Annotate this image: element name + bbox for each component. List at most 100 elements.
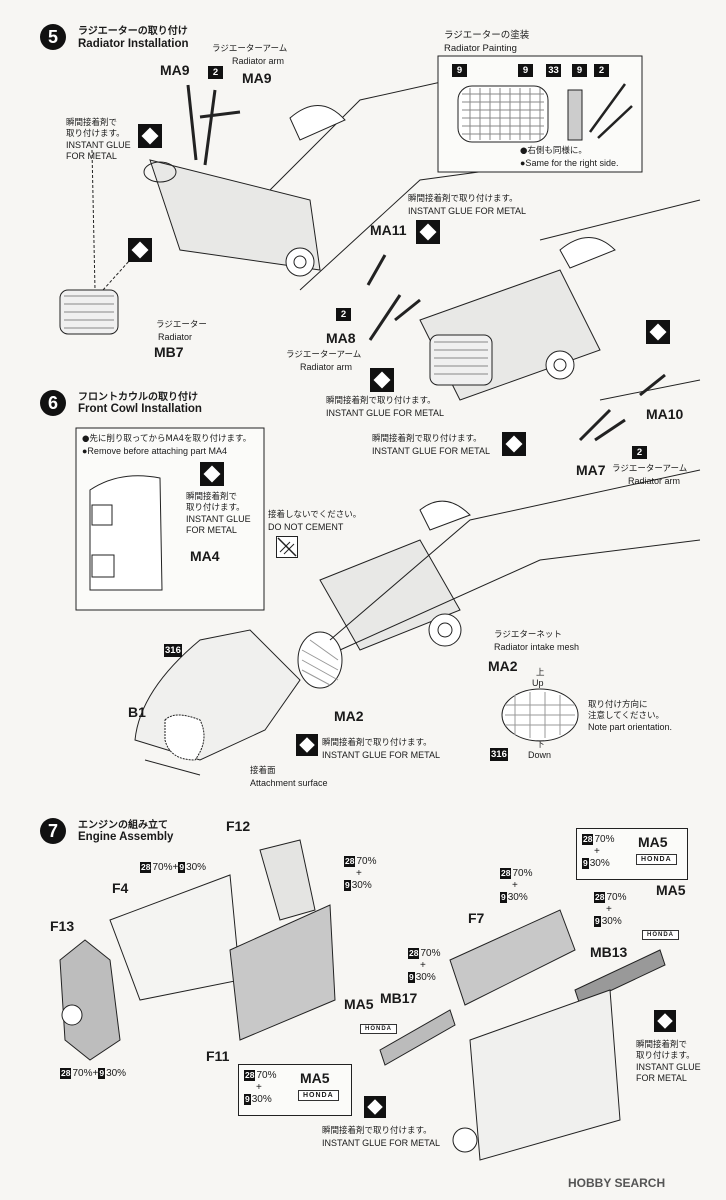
engine-block <box>469 989 621 1161</box>
part-f7: F7 <box>468 910 485 926</box>
glue-note-jp: 瞬間接着剤で 取り付けます。 <box>66 118 125 139</box>
color-code-2: 2 <box>208 66 223 79</box>
part-f12: F12 <box>226 818 251 834</box>
radiator-arm-jp: ラジエーターアーム <box>212 44 288 54</box>
honda-decal: HONDA <box>636 854 677 865</box>
up-jp: 上 <box>536 668 545 678</box>
mb17-glue-jp: 瞬間接着剤で取り付けます。 <box>322 1126 432 1136</box>
glue4-jp: 瞬間接着剤で取り付けます。 <box>372 434 482 444</box>
glue2-en: INSTANT GLUE FOR METAL <box>408 206 527 216</box>
watermark: HOBBY SEARCH <box>568 1176 666 1190</box>
glue-diamond-icon <box>128 238 152 262</box>
part-ma9-left: MA9 <box>160 62 190 78</box>
glue-diamond-icon <box>364 1096 386 1118</box>
part-ma5-mid: MA5 <box>344 996 374 1012</box>
color-code-2b: 2 <box>336 308 351 321</box>
glue-diamond-icon <box>370 368 394 392</box>
ma4-note-en: ●Remove before attaching part MA4 <box>82 446 228 456</box>
no-cement-en: DO NOT CEMENT <box>268 522 344 532</box>
part-mb7: MB7 <box>154 344 184 360</box>
same-right-en: ●Same for the right side. <box>520 158 619 168</box>
color-code-316: 316 <box>164 644 182 657</box>
part-mb17 <box>379 1009 456 1066</box>
mb17-glue-en: INSTANT GLUE FOR METAL <box>322 1138 441 1148</box>
section-5-title-jp: ラジエーターの取り付け <box>78 26 188 37</box>
part-ma8: MA8 <box>326 330 356 346</box>
mix-mb17-plus: + <box>420 960 426 971</box>
glue3-jp: 瞬間接着剤で取り付けます。 <box>326 396 436 406</box>
fairing-intake <box>289 105 346 141</box>
part-f13: F13 <box>50 918 75 934</box>
paint-code-33: 33 <box>546 64 561 77</box>
part-ma10: MA10 <box>646 406 684 422</box>
ma4-note-jp: ●先に削り取ってからMA4を取り付けます。 <box>82 434 252 444</box>
glue-diamond-icon <box>502 432 526 456</box>
part-ma5-top: MA5 <box>656 882 686 898</box>
painting-title-jp: ラジエーターの塗装 <box>444 30 530 41</box>
down-en: Down <box>528 750 552 760</box>
ma4-glue-en: INSTANT GLUE FOR METAL <box>186 514 251 535</box>
mesh-title-jp: ラジエターネット <box>494 630 562 640</box>
radiator-arm2-jp: ラジエーターアーム <box>286 350 362 360</box>
color-code-316b: 316 <box>490 748 508 761</box>
part-mb17: MB17 <box>380 990 418 1006</box>
part-f13 <box>59 939 121 1061</box>
attach-surface-en: Attachment surface <box>250 778 328 788</box>
section-5-title: Radiator Installation <box>78 38 189 50</box>
mix-mb13-plus: + <box>606 904 612 915</box>
same-right-jp: ●右側も同様に。 <box>520 146 587 156</box>
mesh-title-en: Radiator intake mesh <box>494 642 580 652</box>
color-code-2c: 2 <box>632 446 647 459</box>
part-ma11: MA11 <box>370 222 407 238</box>
up-en: Up <box>532 678 544 688</box>
part-f4: F4 <box>112 880 129 896</box>
mix-ma5-plus: + <box>594 846 600 857</box>
ma4-glue-jp: 瞬間接着剤で 取り付けます。 <box>186 492 245 513</box>
orientation-jp: 取り付け方向に 注意してください。 <box>588 700 664 721</box>
glue-diamond-icon <box>416 220 440 244</box>
painting-title-en: Radiator Painting <box>444 43 517 54</box>
honda-decal-mid: HONDA <box>360 1024 397 1034</box>
ma2-glue-en: INSTANT GLUE FOR METAL <box>322 750 441 760</box>
mix-plus: + <box>356 868 362 879</box>
glue-diamond-icon <box>296 734 318 756</box>
glue-note-en: INSTANT GLUE FOR METAL <box>66 140 131 161</box>
section-6-number: 6 <box>40 390 66 416</box>
honda-decal-bottom: HONDA <box>298 1090 339 1101</box>
attach-surface-jp: 接着面 <box>250 766 276 776</box>
part-f7 <box>449 909 576 1006</box>
radiator-arm-en: Radiator arm <box>232 56 285 66</box>
section-6-title-jp: フロントカウルの取り付け <box>78 392 198 403</box>
section-5-number: 5 <box>40 24 66 50</box>
part-ma2-mesh: MA2 <box>488 658 518 674</box>
glue2-jp: 瞬間接着剤で取り付けます。 <box>408 194 518 204</box>
mb13-glue-jp: 瞬間接着剤で 取り付けます。 <box>636 1040 695 1061</box>
radiator-label-jp: ラジエーター <box>156 320 207 330</box>
part-ma5-bottom: MA5 <box>300 1070 330 1086</box>
glue-diamond-icon <box>654 1010 676 1032</box>
part-f11 <box>229 904 336 1041</box>
section-7-number: 7 <box>40 818 66 844</box>
paint-code-9a: 9 <box>452 64 467 77</box>
orientation-en: Note part orientation. <box>588 722 673 732</box>
glue4-en: INSTANT GLUE FOR METAL <box>372 446 491 456</box>
radiator-arm3-jp: ラジエーターアーム <box>612 464 688 474</box>
part-ma2: MA2 <box>334 708 364 724</box>
glue3-en: INSTANT GLUE FOR METAL <box>326 408 445 418</box>
section-7-title-jp: エンジンの組み立て <box>78 820 168 831</box>
mix-f7-plus: + <box>512 880 518 891</box>
no-cement-icon <box>276 536 298 558</box>
paint-code-9c: 9 <box>572 64 587 77</box>
part-f12 <box>259 839 316 921</box>
